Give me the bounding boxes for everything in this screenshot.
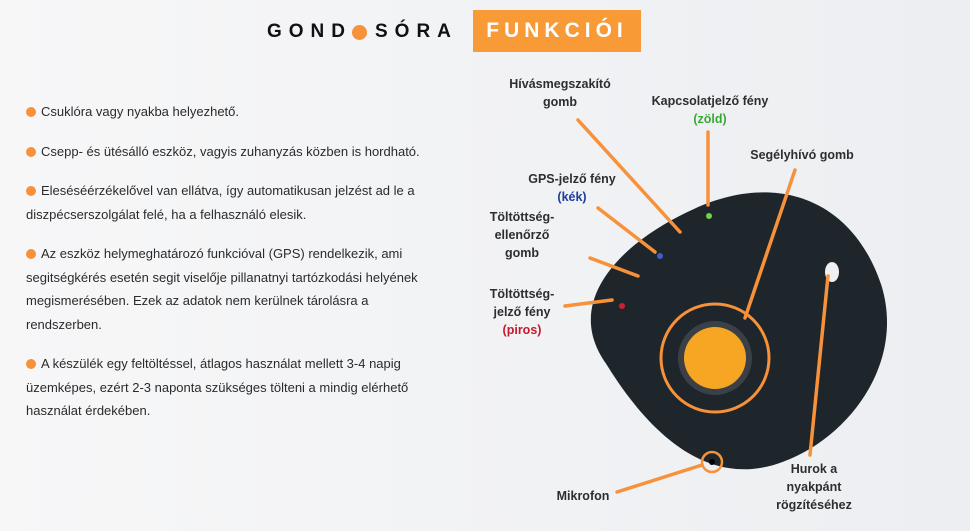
bullet-icon: [26, 249, 36, 259]
logo-dot-icon: [352, 24, 367, 40]
bullet-icon: [26, 359, 36, 369]
sos-button: [684, 327, 746, 389]
page-title: FUNKCIÓI: [473, 10, 641, 52]
feature-text: Az eszköz helymeghatározó funkcióval (GP…: [26, 246, 418, 332]
pointer-line: [808, 274, 830, 457]
blue-led: [657, 253, 663, 259]
label-battery-check: Töltöttség-ellenőrző gomb: [489, 210, 555, 260]
label-color: (kék): [557, 190, 587, 204]
sos-ring: [659, 302, 771, 414]
bullet-icon: [26, 107, 36, 117]
list-item: Eleséséérzékelővel van ellátva, így auto…: [26, 179, 446, 226]
pointer-line: [615, 463, 704, 494]
pointer-line: [588, 256, 640, 278]
feature-text: Csepp- és ütésálló eszköz, vagyis zuhany…: [41, 143, 420, 159]
red-led: [619, 303, 625, 309]
green-led: [706, 213, 712, 219]
mic-icon: [709, 459, 715, 465]
list-item: Csepp- és ütésálló eszköz, vagyis zuhany…: [26, 140, 446, 164]
label-connection-light: Kapcsolatjelző fény (zöld): [640, 92, 780, 128]
pointer-line: [576, 118, 682, 234]
pointer-line: [563, 298, 614, 308]
feature-text: Csuklóra vagy nyakba helyezhető.: [41, 104, 240, 119]
bullet-icon: [26, 146, 36, 157]
label-mic: Mikrofon: [556, 489, 610, 503]
pointer-line: [743, 168, 797, 320]
label-text: Töltöttség-jelző fény: [489, 287, 555, 319]
list-item: Csuklóra vagy nyakba helyezhető.: [26, 100, 446, 124]
label-battery-light: Töltöttség-jelző fény (piros): [478, 285, 566, 339]
label-text: Kapcsolatjelző fény: [651, 94, 769, 108]
label-hangup-button: Hívásmegszakító gomb: [509, 77, 611, 109]
list-item: A készülék egy feltöltéssel, átlagos has…: [26, 352, 446, 423]
mic-ring: [700, 450, 724, 474]
label-loop: Hurok a nyakpánt rögzítéséhez: [776, 462, 852, 512]
label-text: GPS-jelző fény: [528, 172, 616, 186]
feature-list: Csuklóra vagy nyakba helyezhető. Csepp- …: [26, 100, 446, 439]
pointer-line: [596, 206, 657, 254]
label-gps-light: GPS-jelző fény (kék): [522, 170, 622, 206]
label-color: (zöld): [693, 112, 727, 126]
feature-text: A készülék egy feltöltéssel, átlagos has…: [26, 356, 409, 418]
brand-left: GOND: [267, 21, 352, 42]
brand-right: SÓRA: [375, 21, 458, 42]
header: GOND SÓRA FUNKCIÓI: [0, 10, 970, 52]
label-color: (piros): [502, 323, 542, 337]
brand-logo: GOND SÓRA: [267, 21, 458, 43]
bullet-icon: [26, 186, 36, 196]
list-item: Az eszköz helymeghatározó funkcióval (GP…: [26, 242, 446, 336]
feature-text: Eleséséérzékelővel van ellátva, így auto…: [26, 183, 415, 222]
label-sos-button: Segélyhívó gomb: [750, 148, 854, 162]
